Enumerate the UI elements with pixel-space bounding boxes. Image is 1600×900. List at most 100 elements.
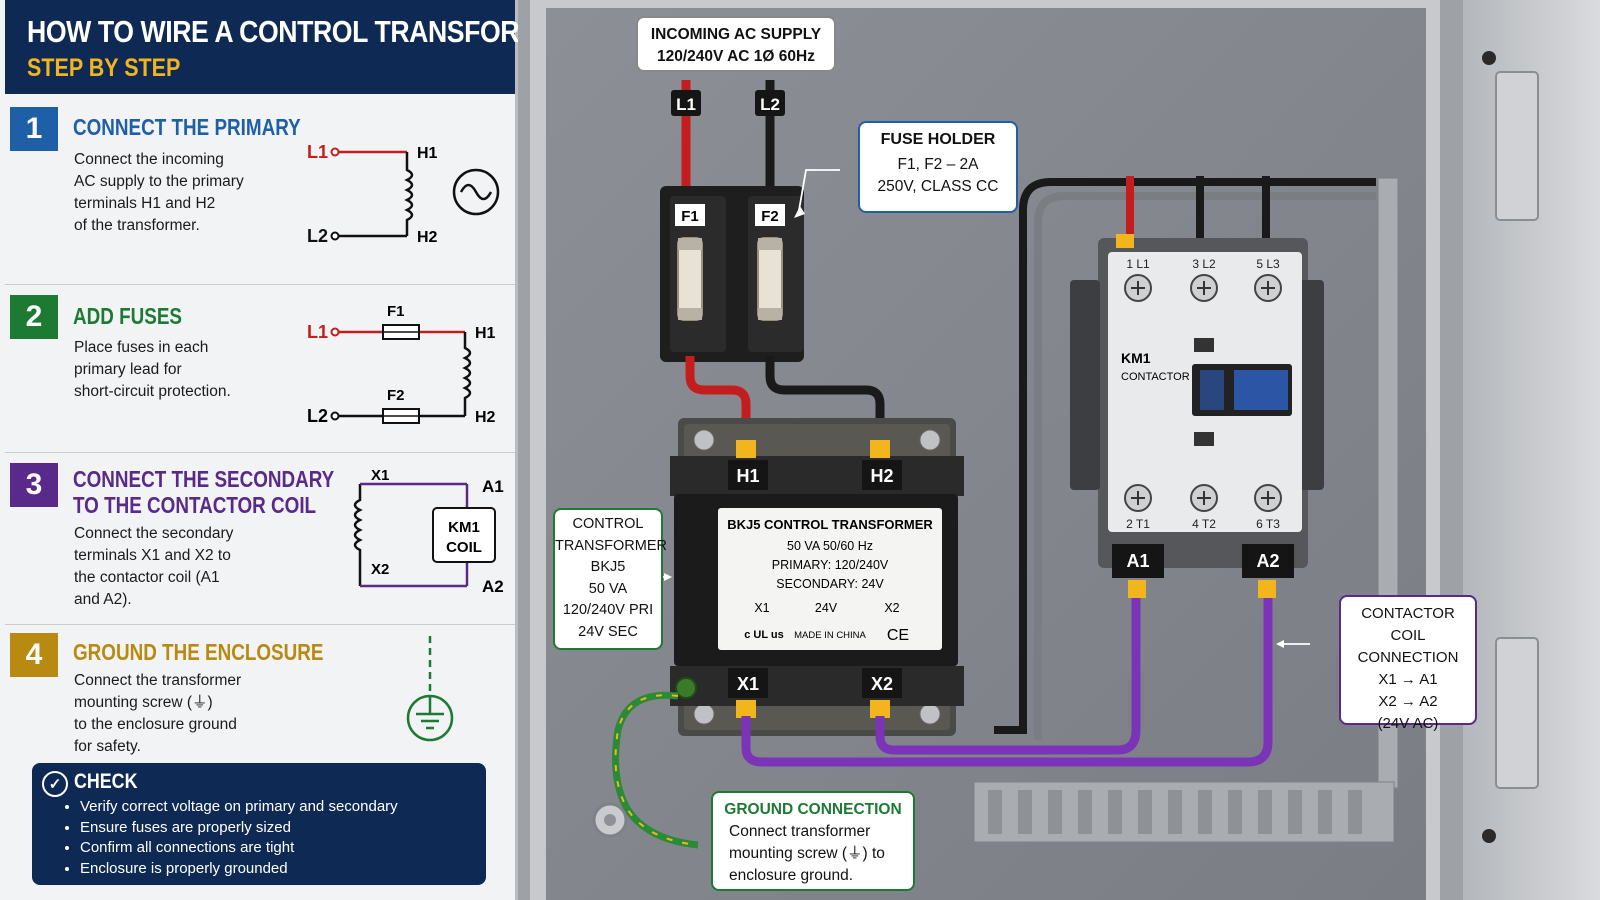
callout-line: TRANSFORMER xyxy=(555,537,667,554)
door-hinge-top xyxy=(1495,71,1539,221)
page-subtitle: STEP BY STEP xyxy=(27,54,181,82)
terminal-x2-label: X2 xyxy=(871,674,893,694)
step-body: Connect the transformer mounting screw (… xyxy=(74,672,242,755)
callout-line: 250V, CLASS CC xyxy=(877,178,999,195)
callout-line: CONTROL xyxy=(572,516,644,532)
fuse-holder: F1 F2 xyxy=(660,186,804,362)
nameplate xyxy=(718,508,942,650)
step-number: 1 xyxy=(10,107,58,151)
nameplate-x1: X1 xyxy=(754,601,769,615)
callout-title: FUSE HOLDER xyxy=(880,131,996,148)
instruction-panel: HOW TO WIRE A CONTROL TRANSFORMER STEP B… xyxy=(0,0,578,900)
step-1: 1 CONNECT THE PRIMARY Connect the incomi… xyxy=(5,94,515,285)
terminal-5-l3: 5 L3 xyxy=(1256,257,1280,271)
ac-source-icon xyxy=(452,168,500,216)
terminal-h2-label: H2 xyxy=(870,466,893,486)
fuse-wiring-diagram: F1 F2 L1 L2 H1 H2 xyxy=(307,303,496,426)
callout-line: CONTACTOR xyxy=(1361,605,1455,622)
check-item: Enclosure is properly grounded xyxy=(80,859,398,880)
callout-line: F1, F2 – 2A xyxy=(897,156,979,173)
ce-mark: CE xyxy=(887,627,909,644)
callout-line: COIL CONNECTION xyxy=(1357,627,1459,666)
coil-label-2: COIL xyxy=(446,539,482,556)
step-4: 4 GROUND THE ENCLOSURE Connect the trans… xyxy=(5,624,515,894)
check-item: Confirm all connections are tight xyxy=(80,838,398,859)
h1-label: H1 xyxy=(475,325,496,342)
ground-icon xyxy=(406,636,454,742)
terminal-3-l2: 3 L2 xyxy=(1192,257,1216,271)
km1-coil-symbol xyxy=(432,507,496,563)
contactor-type: CONTACTOR xyxy=(1121,371,1190,383)
check-box: ✓ CHECK Verify correct voltage on primar… xyxy=(32,763,486,885)
control-transformer: H1 H2 X1 X2 BKJ5 CONTROL TRANSFORMER 50 … xyxy=(670,418,964,736)
check-list: Verify correct voltage on primary and se… xyxy=(32,797,398,879)
step-2: 2 ADD FUSES Place fuses in each primary … xyxy=(5,284,515,453)
step-number: 4 xyxy=(10,633,58,677)
a1-label: A1 xyxy=(482,477,504,496)
callout-line: 50 VA xyxy=(588,580,628,597)
fuse-callout-leader xyxy=(797,169,840,217)
step-3: 3 CONNECT THE SECONDARY TO THE CONTACTOR… xyxy=(5,452,515,625)
page-title: HOW TO WIRE A CONTROL TRANSFORMER xyxy=(27,14,578,49)
primary-wiring-diagram: L1 L2 H1 H2 xyxy=(307,142,500,246)
l1-label: L1 xyxy=(307,142,328,162)
callout-line: mounting screw (⏚) to xyxy=(729,845,885,862)
check-item: Verify correct voltage on primary and se… xyxy=(80,797,398,818)
contactor-actuator xyxy=(1234,370,1288,410)
coil-a2-label: A2 xyxy=(1256,551,1279,571)
transformer-callout: CONTROL TRANSFORMER BKJ5 50 VA 120/240V … xyxy=(553,508,667,650)
step-title-line-2: TO THE CONTACTOR COIL xyxy=(73,492,317,518)
fuse-holder-callout: FUSE HOLDER F1, F2 – 2A 250V, CLASS CC xyxy=(858,121,1018,213)
x2-label: X2 xyxy=(371,561,389,578)
fuse-f1-label: F1 xyxy=(681,208,699,225)
fuse-cartridge-f1 xyxy=(677,237,703,321)
enclosure-illustration: L1 L2 F1 F2 H1 H2 X1 X2 xyxy=(518,0,1600,900)
fuse-f2-label: F2 xyxy=(761,208,779,225)
wire-l2-label: L2 xyxy=(760,95,780,114)
terminal-2-t1: 2 T1 xyxy=(1126,517,1150,531)
h2-label: H2 xyxy=(417,229,438,246)
callout-line: X1 → A1 xyxy=(1378,671,1438,688)
header: HOW TO WIRE A CONTROL TRANSFORMER STEP B… xyxy=(5,0,578,94)
l1-label: L1 xyxy=(307,322,328,342)
nameplate-made-in: MADE IN CHINA xyxy=(794,630,866,641)
ground-connection-callout: GROUND CONNECTION Connect transformer mo… xyxy=(711,791,915,891)
terminal-1-l1: 1 L1 xyxy=(1126,257,1150,271)
coil-label-1: KM1 xyxy=(448,519,480,536)
a2-label: A2 xyxy=(482,577,504,596)
nameplate-rating: 50 VA 50/60 Hz xyxy=(787,539,873,553)
step-body: Connect the secondary terminals X1 and X… xyxy=(74,525,234,608)
nameplate-x2: X2 xyxy=(884,601,899,615)
check-title: CHECK xyxy=(74,770,138,793)
step-body: Place fuses in each primary lead for sho… xyxy=(74,339,231,400)
coil-a1-label: A1 xyxy=(1126,551,1149,571)
fuse-cartridge-f2 xyxy=(757,237,783,321)
callout-line: 120/240V AC 1Ø 60Hz xyxy=(657,48,815,65)
step-body: Connect the incoming AC supply to the pr… xyxy=(74,151,244,234)
ul-mark: c UL us xyxy=(744,629,784,641)
contactor-name: KM1 xyxy=(1121,350,1151,366)
wire-l1-label: L1 xyxy=(676,95,696,114)
callout-line: enclosure ground. xyxy=(729,867,854,884)
terminal-h1-label: H1 xyxy=(736,466,759,486)
callout-line: 24V SEC xyxy=(578,623,638,640)
step-title: CONNECT THE PRIMARY xyxy=(73,114,301,140)
nameplate-title: BKJ5 CONTROL TRANSFORMER xyxy=(727,517,933,532)
step-title: CONNECT THE SECONDARY xyxy=(73,466,335,492)
incoming-supply-callout: INCOMING AC SUPPLY 120/240V AC 1Ø 60Hz xyxy=(636,16,836,72)
step-title: GROUND THE ENCLOSURE xyxy=(73,639,324,665)
h1-label: H1 xyxy=(417,145,438,162)
f2-label: F2 xyxy=(387,387,405,404)
callout-line: Connect transformer xyxy=(729,823,871,840)
x1-label: X1 xyxy=(371,467,389,484)
l2-label: L2 xyxy=(307,406,328,426)
ground-wire xyxy=(592,677,699,849)
h2-label: H2 xyxy=(475,409,496,426)
nameplate-primary: PRIMARY: 120/240V xyxy=(772,558,889,572)
terminal-6-t3: 6 T3 xyxy=(1256,517,1280,531)
step-number: 3 xyxy=(10,463,58,507)
f1-label: F1 xyxy=(387,303,405,320)
nameplate-secondary: SECONDARY: 24V xyxy=(776,577,884,591)
contactor-coil-callout: CONTACTOR COIL CONNECTION X1 → A1 X2 → A… xyxy=(1339,595,1477,732)
step-title: ADD FUSES xyxy=(73,303,182,329)
